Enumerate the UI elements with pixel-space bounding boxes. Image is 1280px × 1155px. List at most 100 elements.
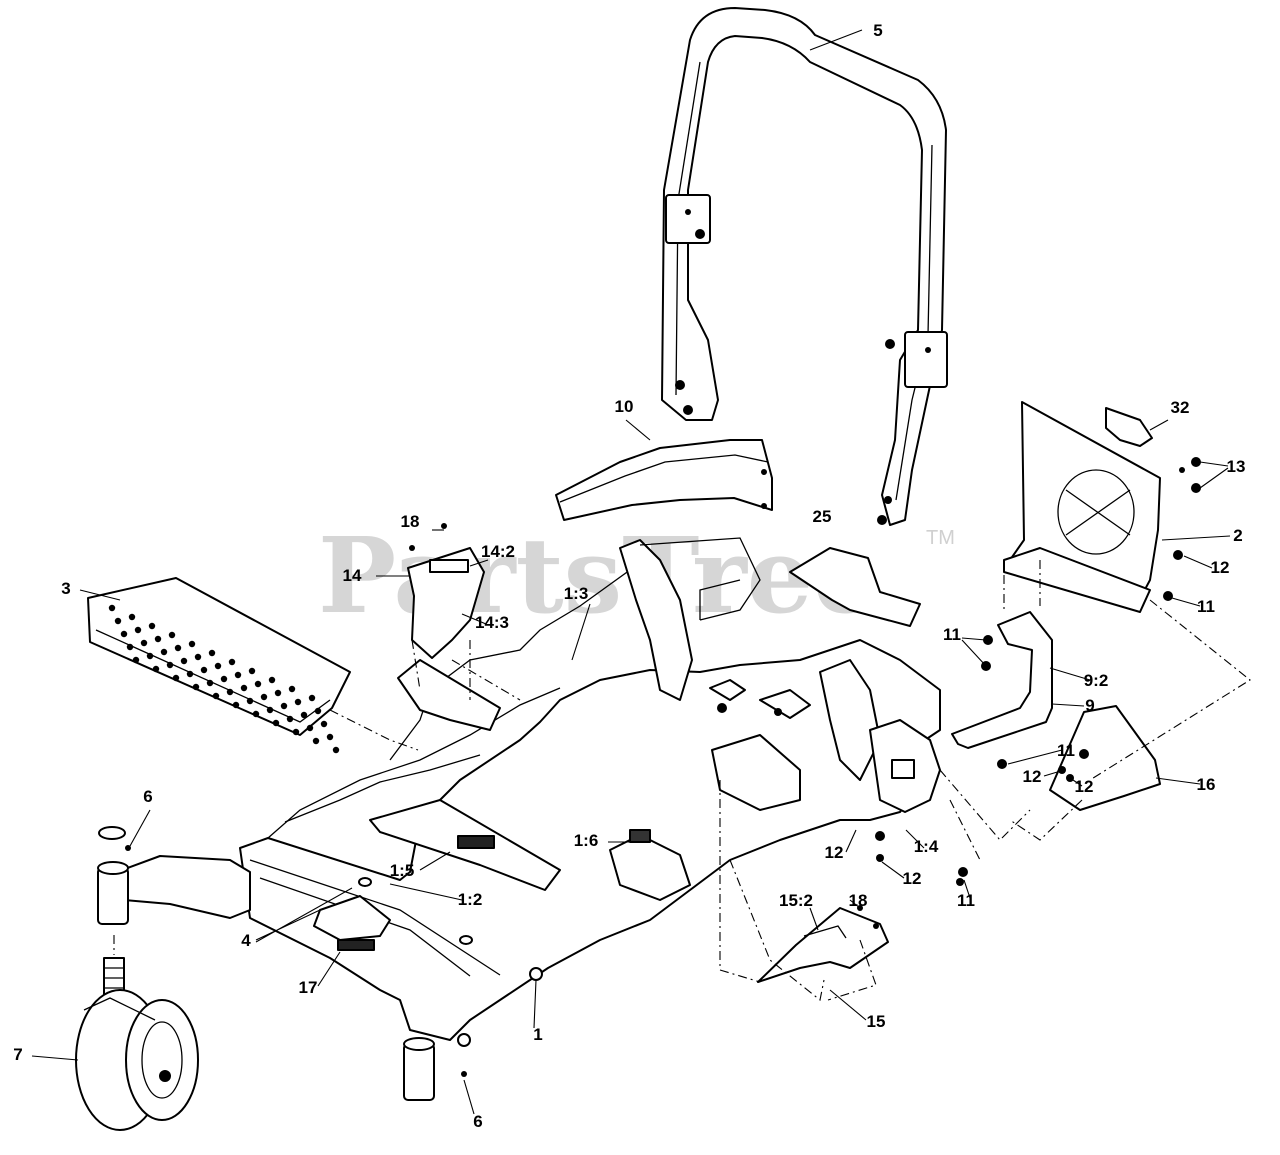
- foot-plate-hole: [126, 643, 134, 651]
- foot-plate-hole: [234, 671, 242, 679]
- foot-plate-hole: [194, 653, 202, 661]
- callout-c15: 15: [867, 1012, 886, 1031]
- foot-plate-hole: [326, 733, 334, 741]
- callout-c11c: 11: [1057, 741, 1075, 760]
- callout-c1_2: 1:2: [458, 890, 483, 909]
- callout-c1_5: 1:5: [390, 861, 415, 880]
- callout-c11d: 11: [957, 891, 975, 910]
- foot-plate-hole: [260, 693, 268, 701]
- foot-plate-hole: [132, 656, 140, 664]
- foot-plate-hole: [192, 683, 200, 691]
- callout-c9: 9: [1085, 696, 1094, 715]
- caster-pivot-6: [97, 826, 467, 1101]
- leader-lines: [31, 29, 1231, 1115]
- assembly-lines: [113, 560, 1251, 1001]
- callout-c12c: 12: [1075, 777, 1094, 796]
- foot-plate-3: [87, 577, 351, 754]
- callout-c10: 10: [615, 397, 634, 416]
- callout-c2: 2: [1233, 526, 1242, 545]
- bracket-14: [407, 523, 485, 659]
- callout-c4: 4: [241, 931, 251, 950]
- watermark-tm: TM: [926, 527, 955, 549]
- foot-plate-hole: [240, 684, 248, 692]
- foot-plate-hole: [286, 715, 294, 723]
- caster-wheel-7: [75, 957, 199, 1131]
- foot-plate-hole: [226, 688, 234, 696]
- callout-c11a: 11: [1197, 597, 1215, 616]
- foot-plate-hole: [292, 728, 300, 736]
- callout-c25: 25: [813, 507, 832, 526]
- foot-plate-hole: [314, 707, 322, 715]
- callout-c1_6: 1:6: [574, 831, 599, 850]
- callout-c6b: 6: [473, 1112, 482, 1131]
- foot-plate-hole: [166, 661, 174, 669]
- foot-plate-hole: [186, 670, 194, 678]
- callout-c15_2: 15:2: [779, 891, 813, 910]
- foot-plate-hole: [252, 710, 260, 718]
- roll-bar: [661, 7, 948, 526]
- foot-plate-hole: [160, 648, 168, 656]
- rear-guard-2: [1003, 401, 1201, 613]
- foot-plate-hole: [120, 630, 128, 638]
- panel-25: [789, 547, 921, 627]
- foot-plate-hole: [128, 613, 136, 621]
- callout-c12d: 12: [825, 843, 844, 862]
- bracket-9: [951, 611, 1053, 769]
- foot-plate-hole: [154, 635, 162, 643]
- foot-plate-hole: [306, 724, 314, 732]
- callout-c6a: 6: [143, 787, 152, 806]
- foot-plate-hole: [312, 737, 320, 745]
- foot-plate-hole: [332, 746, 340, 754]
- foot-plate-hole: [288, 685, 296, 693]
- callout-c1_3: 1:3: [564, 584, 589, 603]
- foot-plate-hole: [140, 639, 148, 647]
- foot-plate-hole: [208, 649, 216, 657]
- callout-c18a: 18: [401, 512, 420, 531]
- callout-c14_3: 14:3: [475, 613, 509, 632]
- foot-plate-hole: [212, 692, 220, 700]
- callout-c13: 13: [1227, 457, 1246, 476]
- foot-plate-hole: [294, 698, 302, 706]
- foot-plate-hole: [114, 617, 122, 625]
- callout-c12b: 12: [1023, 767, 1042, 786]
- foot-plate-hole: [108, 604, 116, 612]
- foot-plate-hole: [174, 644, 182, 652]
- callout-c16: 16: [1197, 775, 1216, 794]
- callout-c9_2: 9:2: [1084, 671, 1109, 690]
- callout-c14_2: 14:2: [481, 542, 515, 561]
- guard-16: [1049, 705, 1161, 811]
- foot-plate-hole: [206, 679, 214, 687]
- foot-plate-hole: [220, 675, 228, 683]
- foot-plate-hole: [272, 719, 280, 727]
- foot-plate-hole: [188, 640, 196, 648]
- foot-plate-hole: [148, 622, 156, 630]
- callout-c18b: 18: [849, 891, 868, 910]
- foot-plate-hole: [246, 697, 254, 705]
- plate-15: [757, 905, 889, 983]
- foot-plate-hole: [268, 676, 276, 684]
- foot-plate-hole: [308, 694, 316, 702]
- callout-c12a: 12: [1211, 558, 1230, 577]
- callout-c1_4: 1:4: [914, 837, 939, 856]
- callout-c32: 32: [1171, 398, 1190, 417]
- foot-plate-hole: [320, 720, 328, 728]
- main-frame-1: [239, 537, 941, 1047]
- foot-plate-hole: [228, 658, 236, 666]
- foot-plate-hole: [200, 666, 208, 674]
- seat-support-10: [555, 439, 773, 521]
- hardware-fasteners: [876, 467, 1185, 886]
- callout-c3: 3: [61, 579, 70, 598]
- foot-plate-hole: [274, 689, 282, 697]
- callout-c17: 17: [299, 978, 318, 997]
- foot-plate-hole: [146, 652, 154, 660]
- foot-plate-hole: [280, 702, 288, 710]
- foot-plate-hole: [152, 665, 160, 673]
- foot-plate-hole: [232, 701, 240, 709]
- foot-plate-hole: [266, 706, 274, 714]
- callout-c1: 1: [533, 1025, 542, 1044]
- callout-c7: 7: [13, 1045, 22, 1064]
- foot-plate-hole: [248, 667, 256, 675]
- foot-plate-hole: [134, 626, 142, 634]
